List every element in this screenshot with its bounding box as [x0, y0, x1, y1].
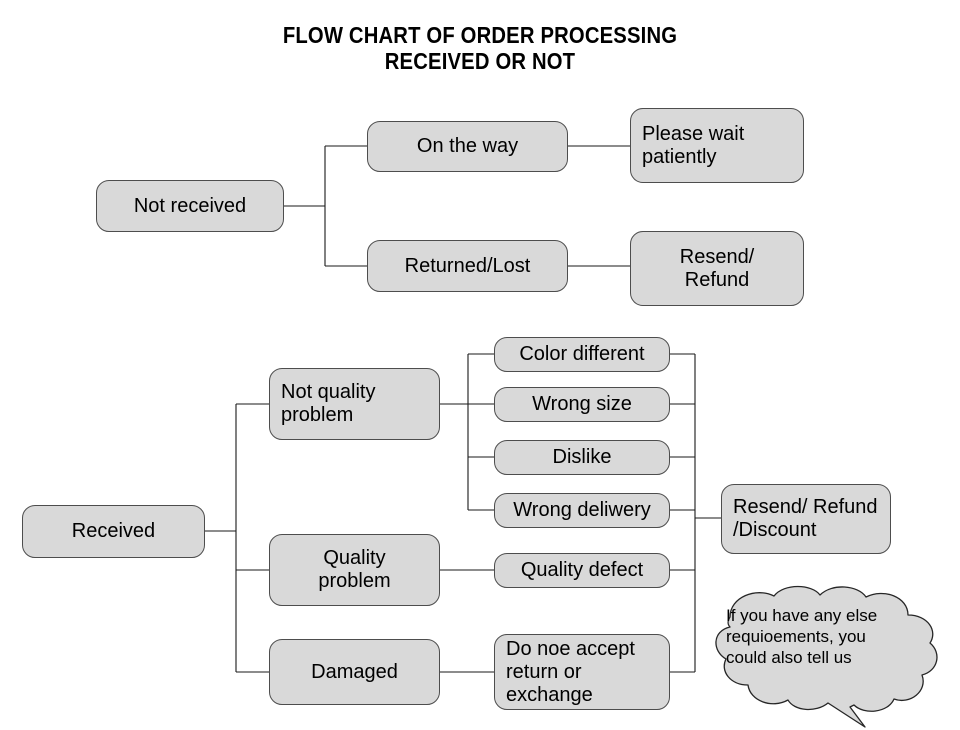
callout-bubble-text: If you have any else requioements, you c… — [726, 606, 878, 667]
node-wrong-size[interactable]: Wrong size — [494, 387, 670, 422]
page-title: FLOW CHART OF ORDER PROCESSING RECEIVED … — [282, 22, 678, 74]
node-please-wait-patiently[interactable]: Please wait patiently — [630, 108, 804, 183]
callout-bubble-shape — [715, 585, 938, 728]
node-damaged[interactable]: Damaged — [269, 639, 440, 705]
node-resend-refund[interactable]: Resend/ Refund — [630, 231, 804, 306]
node-not-quality-problem[interactable]: Not quality problem — [269, 368, 440, 440]
node-color-different[interactable]: Color different — [494, 337, 670, 372]
callout-bubble[interactable]: If you have any else requioements, you c… — [700, 583, 946, 730]
node-resend-refund-discount[interactable]: Resend/ Refund /Discount — [721, 484, 891, 554]
node-wrong-deliwery[interactable]: Wrong deliwery — [494, 493, 670, 528]
node-on-the-way[interactable]: On the way — [367, 121, 568, 172]
node-received[interactable]: Received — [22, 505, 205, 558]
node-do-noe-accept-return-or-exchange[interactable]: Do noe accept return or exchange — [494, 634, 670, 710]
node-returned-lost[interactable]: Returned/Lost — [367, 240, 568, 292]
node-dislike[interactable]: Dislike — [494, 440, 670, 475]
node-quality-problem[interactable]: Quality problem — [269, 534, 440, 606]
node-not-received[interactable]: Not received — [96, 180, 284, 232]
node-quality-defect[interactable]: Quality defect — [494, 553, 670, 588]
